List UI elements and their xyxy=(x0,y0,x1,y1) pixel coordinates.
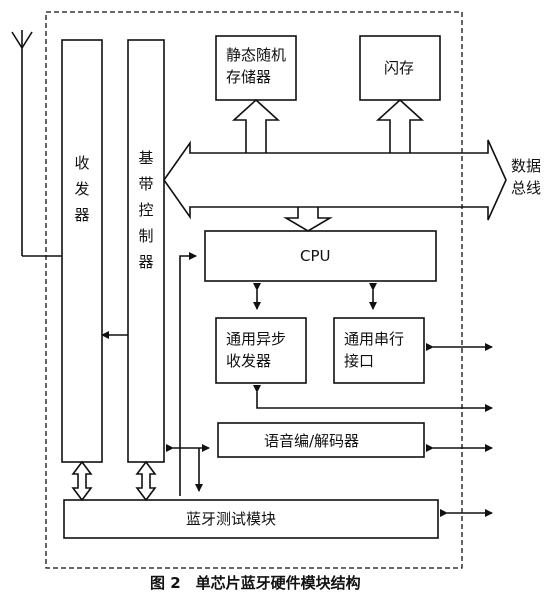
sram-label: 静态随机存储器 xyxy=(226,46,287,86)
test-box xyxy=(63,499,439,539)
serial-box xyxy=(333,317,425,384)
sram-bus-arrow xyxy=(231,98,281,153)
uart-box xyxy=(215,317,307,384)
cpu-label: CPU xyxy=(300,247,331,265)
baseband-cpu-link xyxy=(179,252,197,496)
transceiver-box xyxy=(61,39,103,463)
voice-box xyxy=(217,422,425,458)
data-bus-label: 数据总线 xyxy=(511,157,542,197)
baseband-label: 基带控制器 xyxy=(138,149,154,271)
serial-label: 通用串行接口 xyxy=(344,330,405,370)
cpu-bus-arrow xyxy=(283,207,333,232)
uart-label: 通用异步收发器 xyxy=(226,330,287,370)
voice-codec-label: 语音编/解码器 xyxy=(264,432,360,450)
figure-caption: 图 2 单芯片蓝牙硬件模块结构 xyxy=(150,574,361,592)
cpu-box xyxy=(204,230,437,282)
transceiver-test-arrow xyxy=(71,460,93,502)
flash-bus-arrow xyxy=(375,98,425,153)
bluetooth-test-label: 蓝牙测试模块 xyxy=(186,510,277,528)
antenna-icon xyxy=(11,30,33,256)
flash-label: 闪存 xyxy=(384,59,415,77)
chip-boundary xyxy=(45,11,463,569)
uart-external-link xyxy=(253,385,493,412)
transceiver-label: 收发器 xyxy=(74,154,90,224)
baseband-test-arrow xyxy=(135,460,157,502)
data-bus-arrow xyxy=(163,139,507,221)
